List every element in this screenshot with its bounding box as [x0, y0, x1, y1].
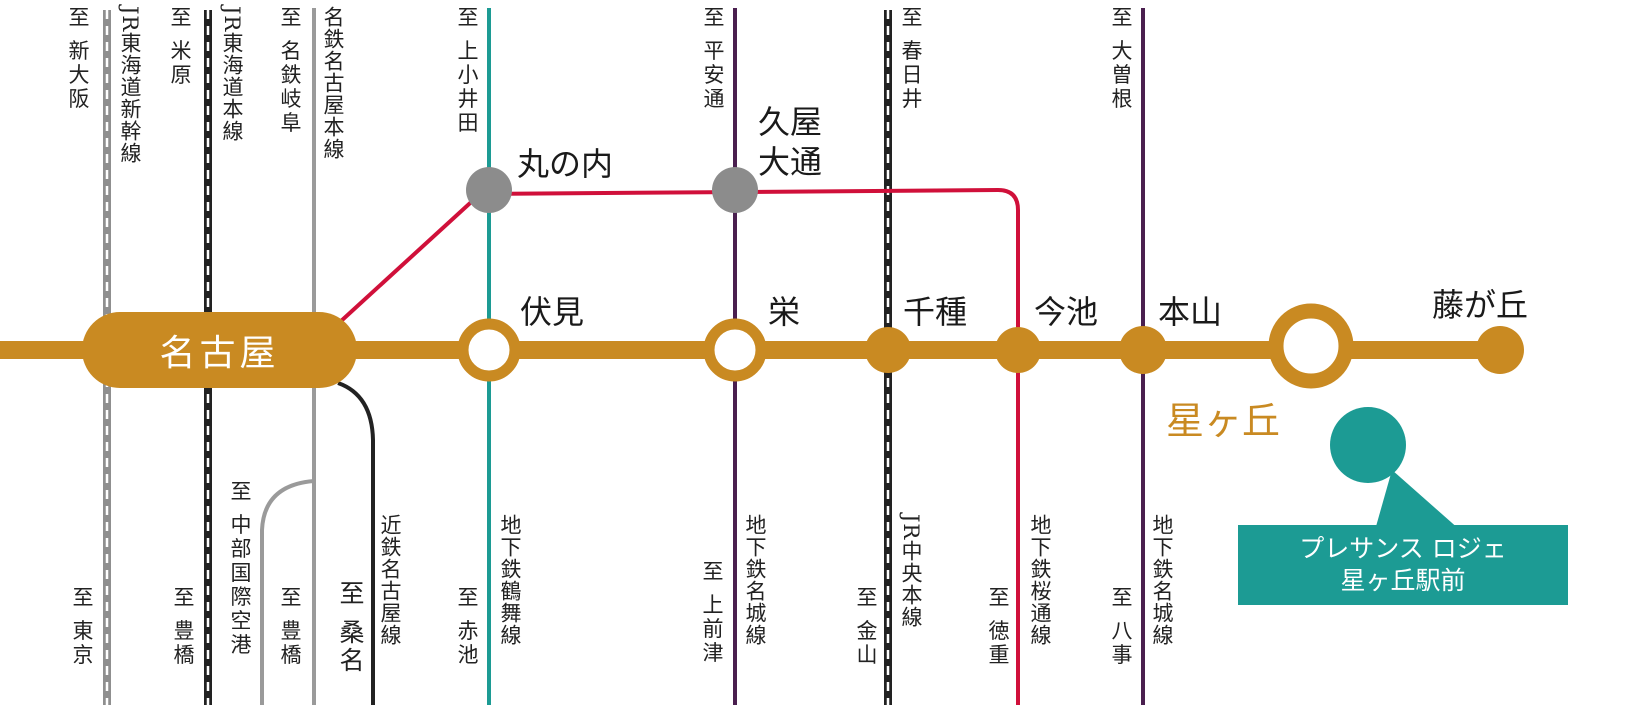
property-callout: プレサンス ロジェ 星ヶ丘駅前: [1238, 525, 1568, 605]
hoshigaoka-station-ring: [1268, 303, 1354, 389]
label-to-yagoto: 至 八事: [1109, 586, 1133, 668]
station-label-chikusa: 千種: [903, 293, 968, 331]
label-to-centrair: 至 中部国際空港: [228, 480, 252, 658]
station-label-marunouchi: 丸の内: [517, 145, 614, 183]
label-to-kami-otai: 至 上小井田: [455, 6, 479, 136]
station-label-hisaya-1: 久屋: [758, 103, 823, 141]
label-to-meitetsu-gifu: 至 名鉄岐阜: [278, 6, 302, 136]
sakae-station-ring: [703, 318, 767, 382]
motoyama-station-dot: [1119, 326, 1167, 374]
label-jr-chuo-line: JR中央本線: [899, 514, 923, 629]
label-to-toyohashi-meitetsu: 至 豊橋: [278, 586, 302, 668]
label-kintetsu-line: 近鉄名古屋線: [378, 514, 402, 646]
station-label-sakae: 栄: [768, 293, 801, 331]
hisaya-odori-station-dot: [712, 167, 758, 213]
label-to-kamimaezu: 至 上前津: [700, 560, 724, 666]
property-name-line2: 星ヶ丘駅前: [1340, 566, 1466, 595]
label-to-akaike: 至 赤池: [455, 586, 479, 668]
label-to-toyohashi-jr: 至 豊橋: [171, 586, 195, 668]
station-label-motoyama: 本山: [1158, 293, 1223, 331]
label-to-kuwana: 至 桑名: [336, 580, 365, 675]
imaike-station-dot: [995, 327, 1041, 373]
callout-pointer: [1375, 470, 1460, 530]
label-to-ozone: 至 大曽根: [1109, 6, 1133, 112]
station-label-fujigaoka: 藤が丘: [1432, 286, 1529, 324]
station-label-hisaya-2: 大通: [758, 143, 823, 181]
chikusa-station-dot: [865, 327, 911, 373]
nagoya-station-pill: [82, 312, 357, 388]
fushimi-station-ring: [457, 318, 521, 382]
station-label-fushimi: 伏見: [520, 293, 585, 331]
property-location-marker: [1330, 407, 1406, 483]
sakuradori-line: [338, 187, 1020, 705]
label-meijo-line-east: 地下鉄名城線: [1150, 514, 1174, 646]
label-to-kanayama: 至 金山: [854, 586, 878, 668]
label-to-kasugai: 至 春日井: [899, 6, 923, 112]
label-meitetsu-nagoya-line: 名鉄名古屋本線: [321, 6, 345, 160]
label-tsurumai-line: 地下鉄鶴舞線: [498, 514, 522, 646]
property-name-line1: プレサンス ロジェ: [1299, 534, 1507, 563]
kintetsu-line: [337, 381, 375, 705]
meitetsu-airport-branch: [260, 479, 315, 705]
label-jr-tokaido: JR東海道本線: [220, 6, 244, 143]
label-to-tokyo: 至 東京: [70, 586, 94, 668]
label-to-tokushige: 至 徳重: [986, 586, 1010, 668]
label-jr-shinkansen: JR東海道新幹線: [118, 6, 142, 165]
label-to-shin-osaka: 至 新大阪: [66, 6, 90, 112]
station-label-hoshigaoka: 星ヶ丘: [1166, 399, 1281, 443]
station-label-nagoya: 名古屋: [159, 333, 280, 374]
marunouchi-station-dot: [466, 167, 512, 213]
station-label-imaike: 今池: [1034, 293, 1099, 331]
label-to-maibara: 至 米原: [168, 6, 192, 88]
label-meijo-line-west: 地下鉄名城線: [743, 514, 767, 646]
label-to-heian-dori: 至 平安通: [701, 6, 725, 112]
fujigaoka-station-dot: [1476, 326, 1524, 374]
label-sakuradori-line: 地下鉄桜通線: [1028, 514, 1052, 646]
